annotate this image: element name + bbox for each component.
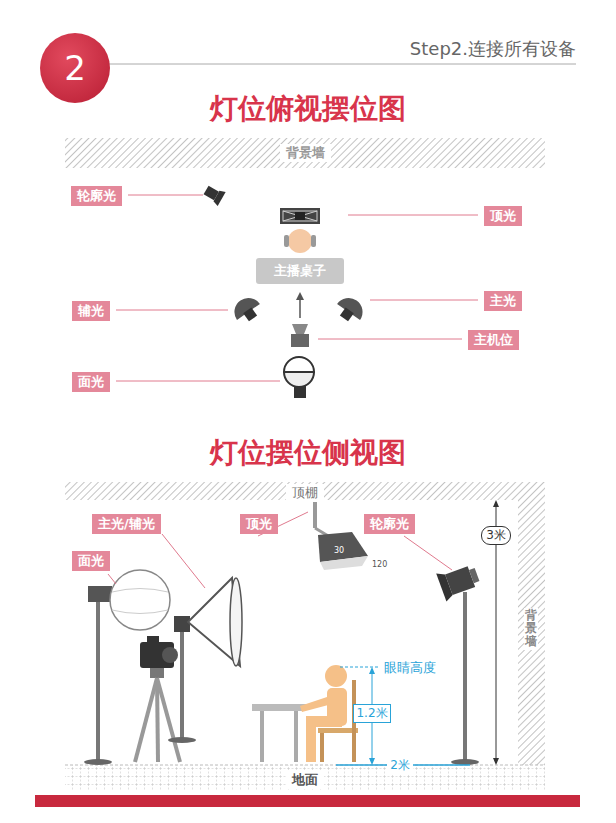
wall-label: 背景墙: [280, 144, 331, 162]
light-label: 轮廓光: [364, 514, 415, 534]
section-title: 灯位摆位侧视图: [210, 434, 406, 472]
top-light-side: [315, 500, 368, 570]
label-text: 顶光: [246, 516, 272, 531]
height-dimension: 3米: [481, 526, 511, 545]
desk-box: 主播桌子: [256, 258, 344, 284]
label-text: 顶光: [490, 208, 516, 223]
light-label: 主光: [484, 291, 522, 311]
label-text: 面光: [78, 374, 104, 389]
label-text: 轮廓光: [370, 516, 409, 531]
view-arrow: [299, 298, 301, 318]
step-badge: 2: [40, 33, 110, 103]
eye-height-label: 眼睛高度: [384, 659, 436, 677]
host-head: [288, 229, 312, 253]
label-text: 轮廓光: [77, 188, 116, 203]
eye-height-dimension: 1.2米: [353, 704, 390, 723]
step-number: 2: [64, 48, 86, 88]
light-label: 轮廓光: [71, 186, 122, 206]
wall-band: [65, 138, 545, 168]
desk-and-host: [252, 665, 358, 762]
fill-light-icon: [229, 292, 265, 326]
label-text: 辅光: [78, 303, 104, 318]
light-label: 主光/辅光: [92, 514, 161, 534]
label-text: 主光/辅光: [98, 516, 155, 531]
light-label: 面光: [72, 551, 110, 571]
dimension-lines: [336, 500, 499, 765]
header-rule: [108, 64, 576, 65]
ceiling-label: 顶棚: [286, 484, 324, 502]
label-text: 主播桌子: [274, 263, 326, 278]
light-label: 顶光: [240, 514, 278, 534]
back-wall-band: [518, 500, 545, 765]
distance-dimension: 2米: [387, 757, 413, 774]
floor-band: [65, 765, 545, 790]
rim-light-icon: [202, 183, 226, 206]
angle-mark: 30: [334, 546, 344, 555]
light-label: 顶光: [484, 206, 522, 226]
label-text: 面光: [78, 553, 104, 568]
camera-icon: [291, 324, 309, 347]
wall-label-vertical: 背景墙: [524, 608, 538, 650]
top-light-icon: [280, 208, 320, 224]
light-label: 面光: [72, 372, 110, 392]
key-light-icon: [333, 292, 369, 326]
key-fill-light-side: [168, 578, 242, 743]
step-caption: Step2.连接所有设备: [410, 37, 576, 61]
floor-label: 地面: [286, 771, 324, 789]
leader-lines: [116, 195, 478, 381]
rim-light-side: [436, 560, 482, 765]
camera-side: [135, 636, 180, 762]
label-text: 主机位: [474, 332, 513, 347]
label-text: 主光: [490, 293, 516, 308]
angle-mark: 120: [372, 560, 387, 569]
light-label: 主机位: [468, 330, 519, 350]
light-label: 辅光: [72, 301, 110, 321]
section-title: 灯位俯视摆位图: [0, 90, 616, 128]
face-light-icon: [284, 357, 314, 398]
footer-bar: [35, 795, 580, 807]
